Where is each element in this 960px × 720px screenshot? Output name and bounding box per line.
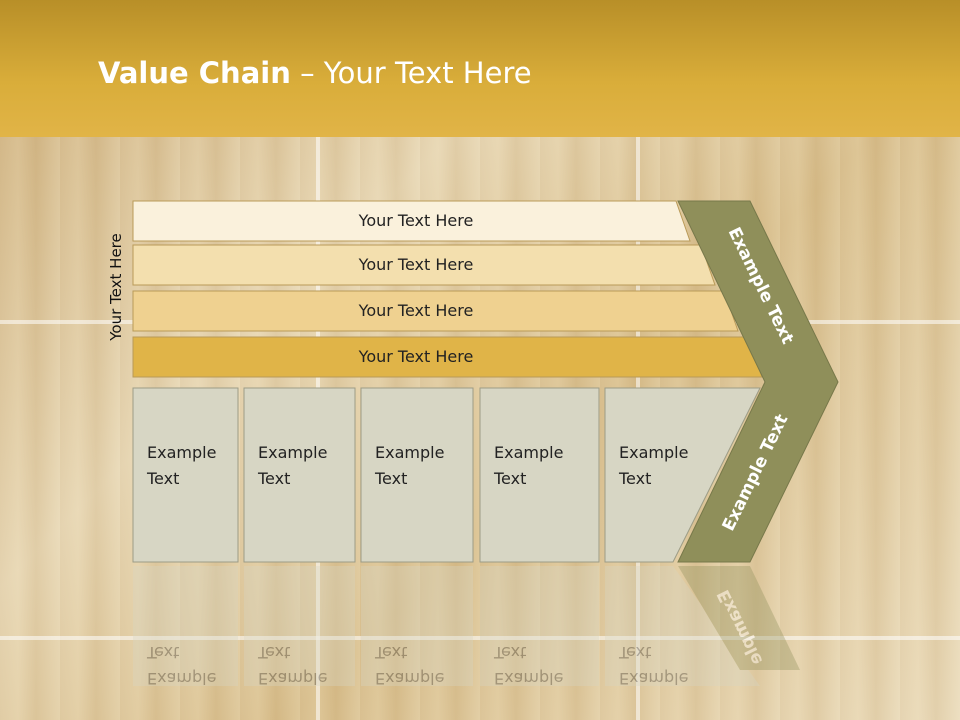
primary-box-line1: Example — [494, 443, 563, 462]
grid-line — [0, 636, 960, 640]
title-bar — [0, 0, 960, 137]
reflection-chevron — [678, 566, 800, 670]
reflection-box — [361, 566, 473, 686]
primary-box-line2: Text — [618, 469, 651, 488]
primary-box — [243, 387, 356, 563]
support-row-shape — [132, 336, 763, 378]
support-row-label: Your Text Here — [358, 347, 474, 366]
support-row-label: Your Text Here — [358, 255, 474, 274]
reflection-label: Example — [147, 669, 216, 688]
reflection-label: Text — [374, 643, 407, 662]
reflection-box — [605, 566, 760, 686]
primary-box-line1: Example — [147, 443, 216, 462]
support-row-label: Your Text Here — [358, 211, 474, 230]
reflection-label: Text — [146, 643, 179, 662]
reflection-label: Example — [375, 669, 444, 688]
reflection-label: Text — [257, 643, 290, 662]
primary-box — [360, 387, 474, 563]
support-row-shape — [132, 244, 716, 286]
primary-box — [604, 387, 761, 563]
reflection-label: Example — [258, 669, 327, 688]
reflection-box — [133, 566, 238, 686]
reflection-label: Example — [494, 669, 563, 688]
primary-box-line1: Example — [619, 443, 688, 462]
reflection-box — [244, 566, 355, 686]
primary-box — [479, 387, 600, 563]
chevron-shape — [677, 200, 839, 563]
reflection-label: Text — [493, 643, 526, 662]
primary-box-line1: Example — [258, 443, 327, 462]
title-rest: – Your Text Here — [290, 56, 532, 90]
reflection-label: Example — [619, 669, 688, 688]
reflection-label: Text — [618, 643, 651, 662]
support-row-label: Your Text Here — [358, 301, 474, 320]
slide-title: Value Chain – Your Text Here — [98, 56, 532, 90]
primary-box-line2: Text — [493, 469, 526, 488]
title-bold: Value Chain — [98, 56, 291, 90]
support-row-shape — [132, 290, 739, 332]
primary-box-line2: Text — [146, 469, 179, 488]
primary-box-line1: Example — [375, 443, 444, 462]
primary-box-line2: Text — [374, 469, 407, 488]
reflection-box — [480, 566, 599, 686]
support-row-shape — [132, 200, 691, 242]
primary-box-line2: Text — [257, 469, 290, 488]
primary-box — [132, 387, 239, 563]
